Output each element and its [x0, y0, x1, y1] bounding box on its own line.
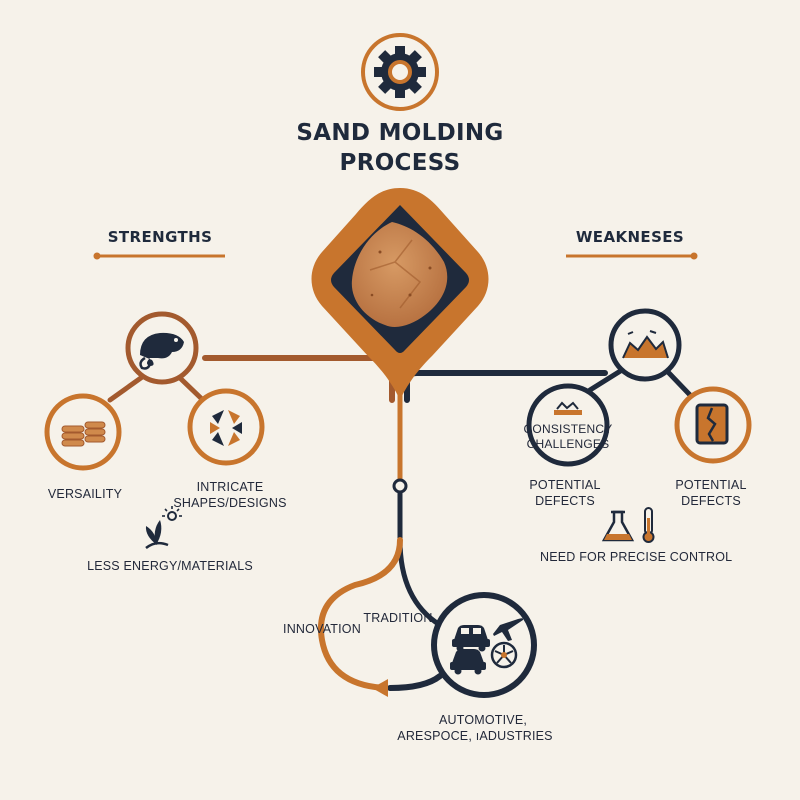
tradition-line: [397, 487, 443, 628]
return-line: [387, 673, 443, 691]
challenges-label: CHALLENGES: [526, 437, 610, 451]
less-energy-label: LESS ENERGY/MATERIALS: [87, 559, 253, 573]
rough-surface-node: [608, 308, 682, 382]
weaknesses-heading: WEAKNESES: [575, 228, 685, 246]
plant-sun-icon: [145, 506, 182, 550]
strengths-branch-left: [107, 372, 148, 403]
chameleon-icon: [139, 332, 184, 370]
industries-label-2: ARESPOCE, ıADUSTRIES: [397, 729, 553, 743]
cracked-block-node: [674, 386, 752, 464]
weaknesses-branch-right: [665, 369, 693, 398]
industries-node: [431, 592, 537, 698]
coins-node: [44, 393, 122, 471]
intricate-label: INTRICATE: [196, 480, 264, 494]
center-junction: [392, 478, 408, 494]
rough-surface-icon: [622, 330, 669, 359]
car-icon-lower: [450, 649, 486, 675]
innovation-label: INNOVATION: [283, 622, 361, 636]
triangle-node: [187, 388, 265, 466]
consistency-label: CONSISTENCY: [523, 422, 613, 436]
gear-icon: [361, 33, 439, 111]
sand-diamond-icon: [311, 188, 489, 400]
strengths-heading: STRENGTHS: [107, 228, 213, 246]
title-line-1: SAND MOLDING: [296, 120, 504, 146]
potential-defects-label-2b: DEFECTS: [681, 494, 741, 508]
thermometer-icon: [642, 507, 655, 543]
page-title: SAND MOLDING PROCESS: [250, 118, 550, 179]
consistency-node: [526, 383, 610, 467]
strengths-underline-dot: [93, 252, 101, 260]
potential-defects-label-2a: POTENTIAL: [675, 478, 747, 492]
weaknesses-branch-left: [587, 367, 625, 393]
precise-control-label: NEED FOR PRECISE CONTROL: [540, 550, 733, 564]
layered-sand-icon: [554, 401, 582, 415]
innovation-loop: [318, 537, 403, 691]
weaknesses-underline-dot: [690, 252, 698, 260]
return-arrow: [372, 679, 388, 697]
chameleon-node: [125, 311, 199, 385]
turbine-icon: [490, 641, 518, 669]
title-line-2: PROCESS: [339, 150, 461, 177]
cracked-block-icon: [695, 403, 729, 445]
tradition-label: TRADITION: [363, 611, 433, 625]
potential-defects-label-1b: DEFECTS: [535, 494, 595, 508]
coin-stack-icon: [61, 421, 106, 447]
industries-label-1: AUTOMOTIVE,: [438, 713, 528, 727]
airplane-icon: [493, 618, 524, 641]
lab-flask-icon: [601, 510, 635, 542]
versatility-label: VERSAILITY: [47, 487, 123, 501]
shapes-designs-label: SHAPES/DESIGNS: [173, 496, 287, 510]
potential-defects-label-1a: POTENTIAL: [529, 478, 601, 492]
triangle-pattern-icon: [210, 410, 242, 446]
